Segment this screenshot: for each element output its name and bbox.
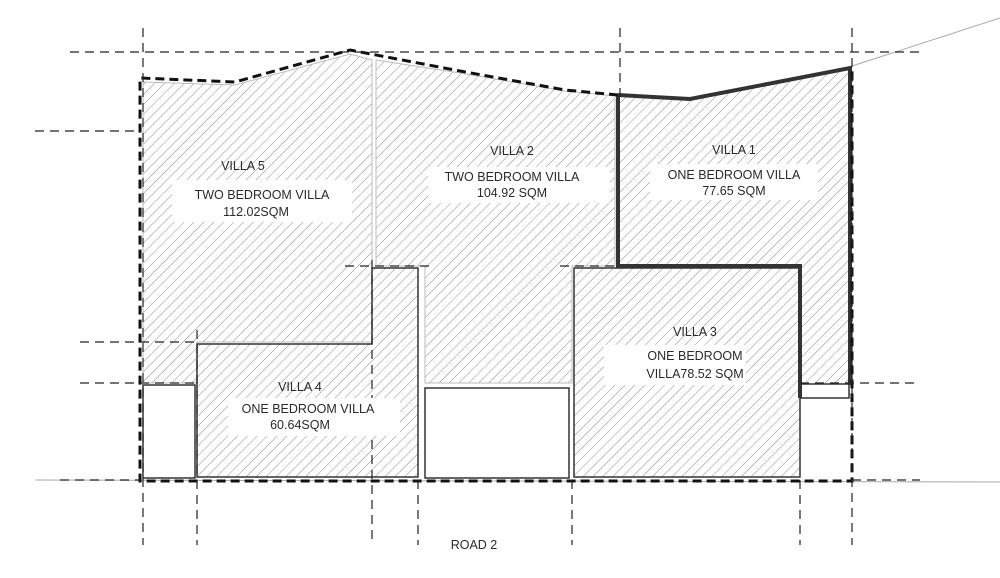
villa-2-name: VILLA 2 — [490, 144, 534, 158]
villa-1-label-bg — [650, 164, 818, 200]
boundary-extension-line — [851, 17, 1000, 67]
villa-3-label-bg — [604, 345, 746, 385]
villa-2-type: TWO BEDROOM VILLA — [445, 170, 580, 184]
villa-2-label-bg — [428, 167, 610, 203]
villa-4-area-label: 60.64SQM — [270, 418, 330, 432]
carport-villa-5 — [142, 384, 196, 479]
villa-3-name: VILLA 3 — [673, 325, 717, 339]
villa-5-type: TWO BEDROOM VILLA — [195, 188, 330, 202]
carport-villa-2 — [424, 387, 570, 479]
villa-3-area-label: VILLA78.52 SQM — [646, 367, 743, 381]
villa-2-area-label: 104.92 SQM — [477, 186, 547, 200]
carport-villa-1 — [800, 383, 850, 399]
villa-4-label-bg — [228, 398, 400, 436]
villa-5-label-bg — [172, 180, 352, 222]
villa-4-name: VILLA 4 — [278, 380, 322, 394]
villa-1-name: VILLA 1 — [712, 143, 756, 157]
villa-5-name: VILLA 5 — [221, 159, 265, 173]
site-boundary — [138, 48, 854, 483]
villa-1-top-wall — [617, 65, 852, 385]
villa-5-area-label: 112.02SQM — [223, 205, 289, 219]
villa-1-outline — [616, 96, 802, 398]
villa-1-type: ONE BEDROOM VILLA — [668, 168, 801, 182]
villa-1-area-label: 77.65 SQM — [702, 184, 765, 198]
villa-3-type: ONE BEDROOM — [647, 349, 742, 363]
villa-4-type: ONE BEDROOM VILLA — [242, 402, 375, 416]
villa-1-area[interactable] — [618, 68, 850, 383]
road-label: ROAD 2 — [451, 538, 498, 552]
